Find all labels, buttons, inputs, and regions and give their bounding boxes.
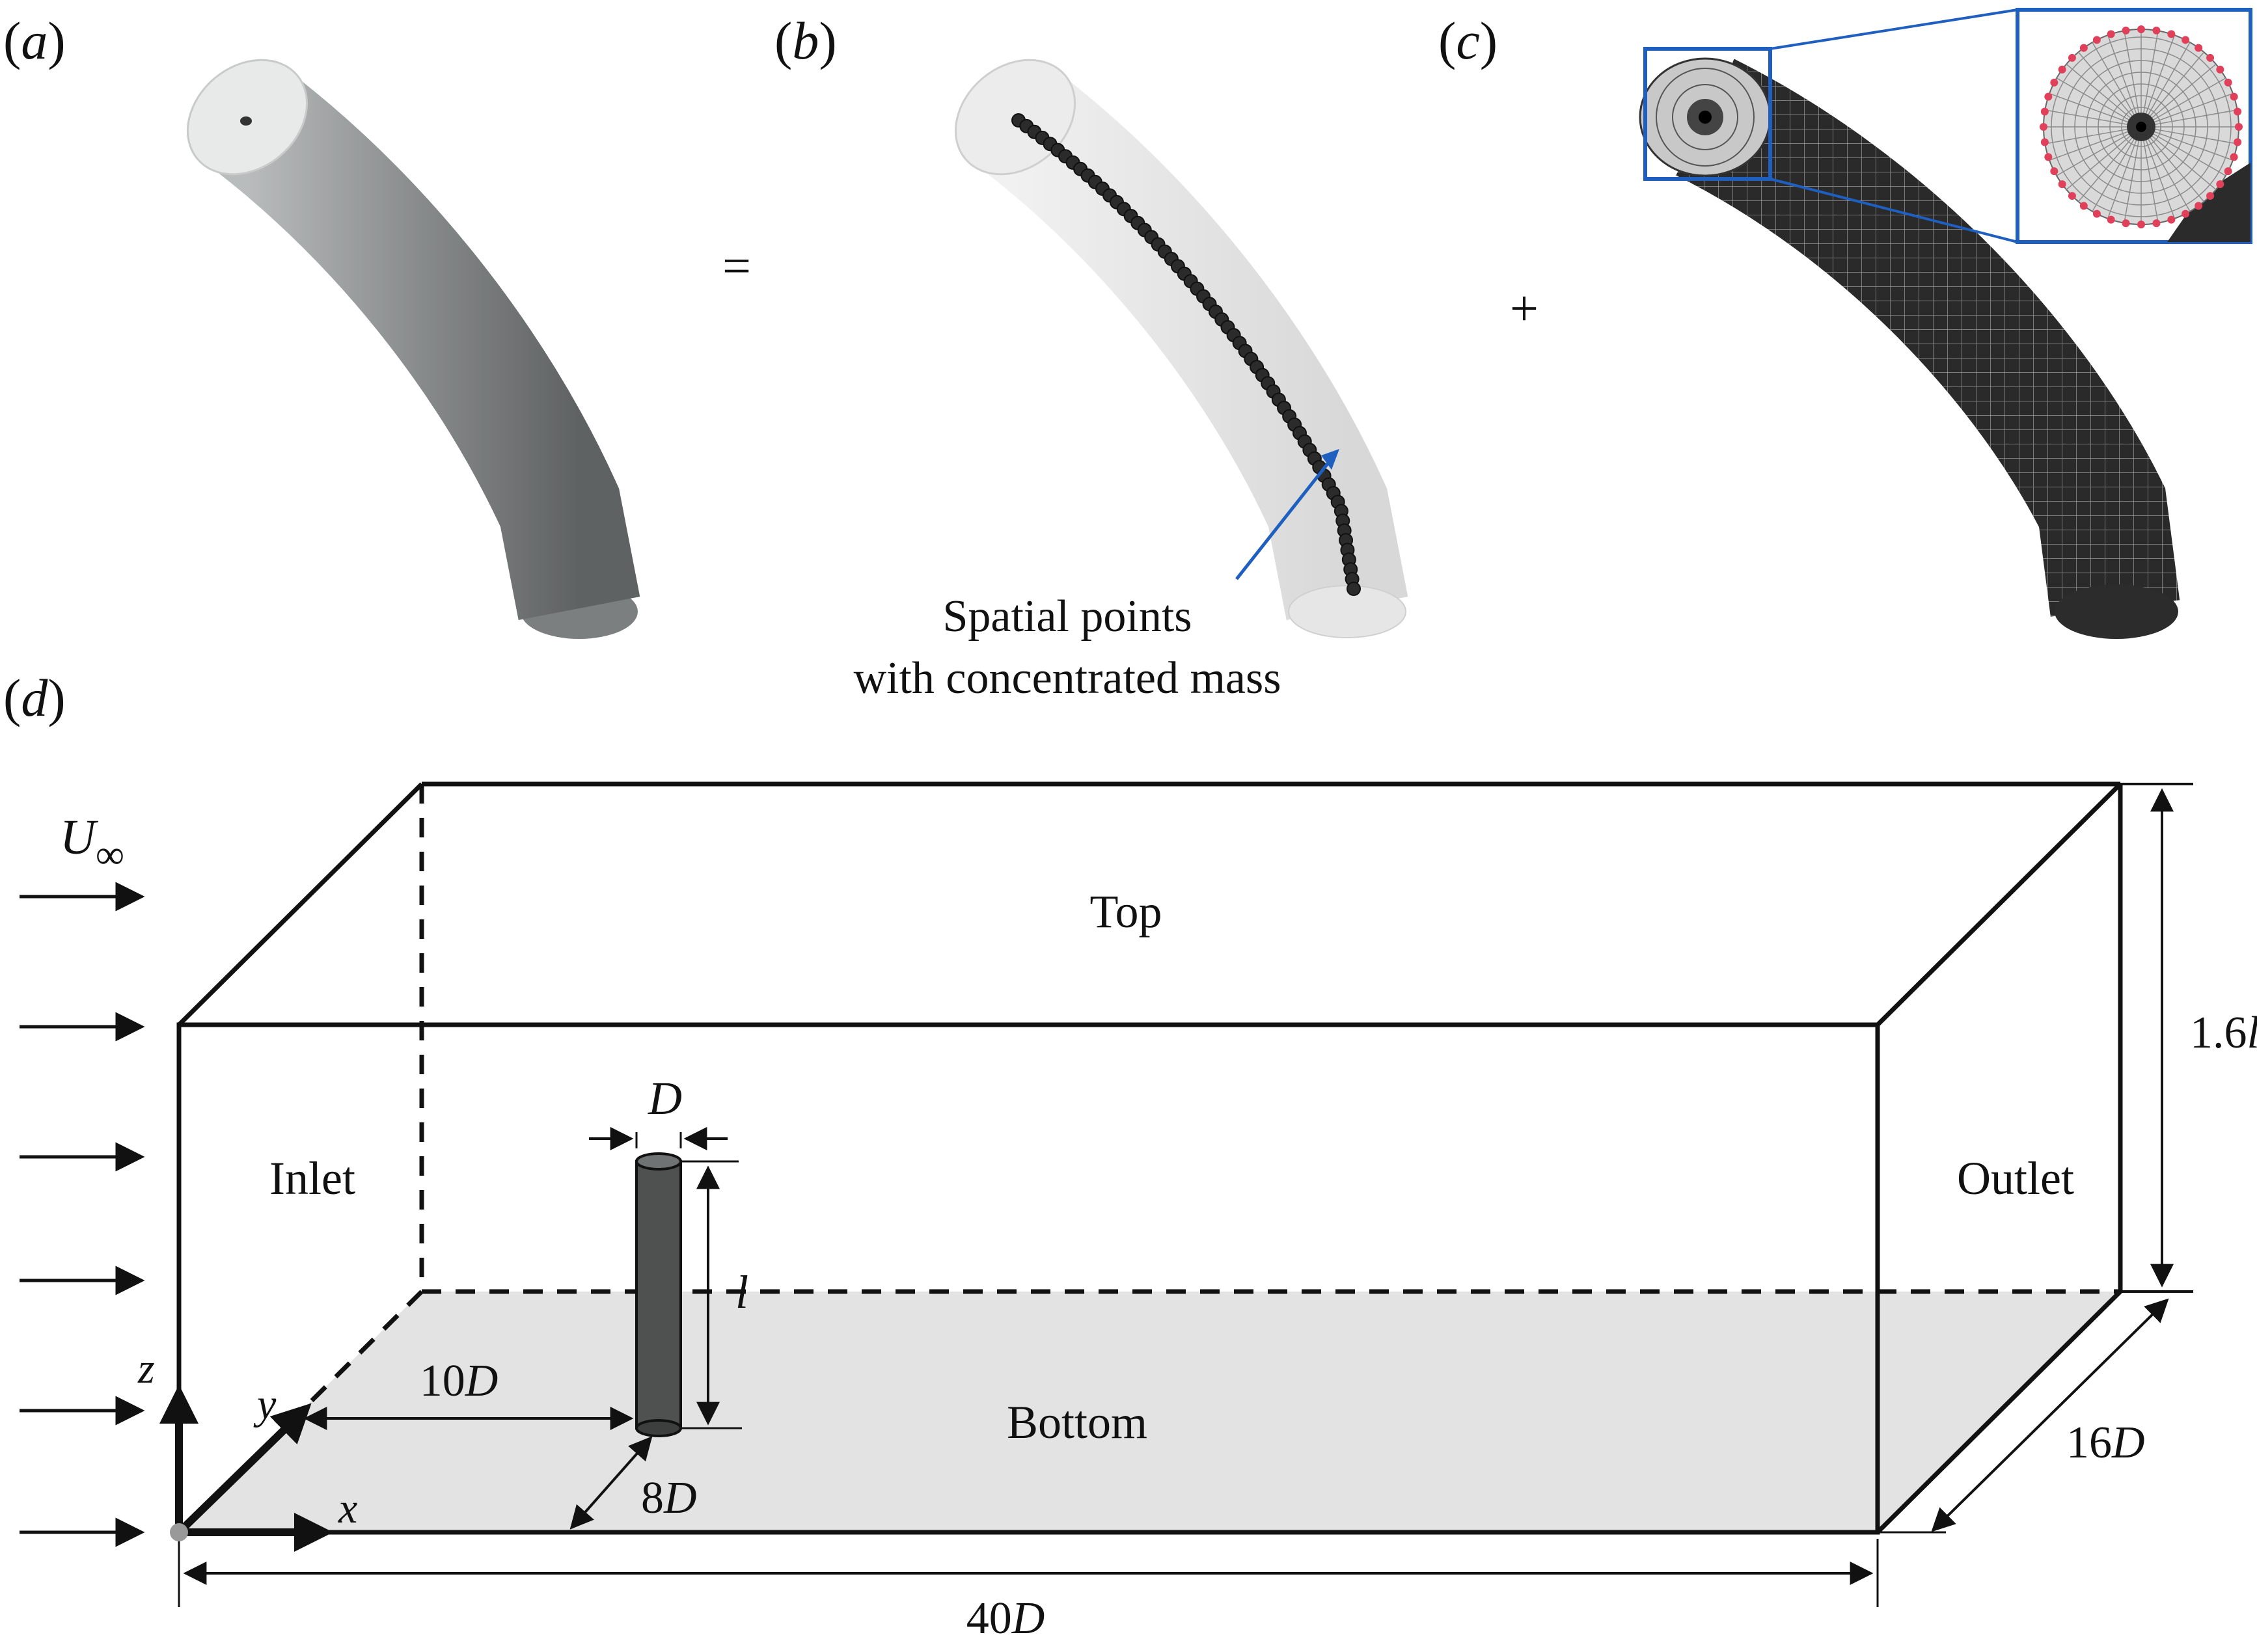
face-label-outlet: Outlet — [1957, 1152, 2074, 1204]
boundary-dot — [2235, 123, 2243, 131]
boundary-dot — [2122, 219, 2130, 228]
boundary-dot — [2137, 25, 2145, 33]
boundary-dot — [2152, 26, 2161, 34]
boundary-dot — [2182, 36, 2190, 44]
boundary-dots — [2040, 25, 2243, 228]
boundary-dot — [2068, 192, 2076, 200]
zoom-source-box — [1643, 47, 1772, 181]
dimension-diameter — [589, 1127, 739, 1163]
boundary-dot — [2050, 78, 2059, 87]
boundary-dot — [2230, 153, 2238, 161]
boundary-dot — [2167, 30, 2176, 38]
boundary-dot — [2230, 92, 2238, 101]
annotation-line-2: with concentrated mass — [853, 653, 1281, 703]
zoom-connector-bottom — [1770, 178, 2018, 243]
panel-label-d: (d) — [3, 668, 66, 727]
boundary-dot — [2216, 65, 2224, 74]
panel-label-c: (c) — [1438, 11, 1498, 70]
boundary-dot — [2216, 180, 2224, 189]
boundary-dot — [2206, 192, 2215, 200]
boundary-dot — [2044, 92, 2053, 101]
boundary-dot — [2068, 53, 2076, 62]
inflow-arrows — [20, 882, 145, 1547]
freestream-velocity-label: U∞ — [60, 810, 124, 877]
label-length: l — [735, 1266, 748, 1318]
boundary-dot — [2107, 30, 2115, 38]
boundary-dot — [2040, 107, 2049, 116]
zoom-connector-top — [1770, 8, 2018, 50]
boundary-dot — [2040, 138, 2049, 146]
face-label-bottom: Bottom — [1007, 1396, 1147, 1448]
panel-label-b: (b) — [774, 11, 837, 70]
boundary-dot — [2058, 180, 2066, 189]
axis-label-y: y — [253, 1381, 277, 1428]
boundary-dot — [2195, 202, 2203, 210]
coordinate-axes — [159, 1385, 333, 1552]
mesh-end-face — [1656, 68, 1755, 167]
dimension-length — [681, 1165, 742, 1429]
annotation-arrow — [1235, 454, 1335, 580]
cylinder — [635, 1152, 682, 1437]
boundary-dot — [2079, 202, 2088, 210]
label-upstream: 10D — [420, 1356, 499, 1406]
boundary-dot — [2224, 78, 2232, 87]
curved-cylinder-transparent — [954, 59, 1408, 638]
boundary-dot — [2079, 44, 2088, 52]
boundary-dot — [2234, 107, 2242, 116]
annotation-arrowhead — [1321, 449, 1339, 470]
curved-cylinder-solid — [186, 59, 640, 639]
boundary-dot — [2167, 215, 2176, 224]
boundary-dot — [2206, 53, 2215, 62]
boundary-dot — [2092, 36, 2101, 44]
face-label-inlet: Inlet — [269, 1152, 355, 1204]
boundary-dot — [2152, 219, 2161, 228]
zoom-inset — [2016, 8, 2252, 244]
label-width: 16D — [2066, 1418, 2145, 1468]
axis-label-z: z — [137, 1345, 155, 1392]
point-mass — [1347, 582, 1361, 596]
boundary-dot — [2137, 221, 2145, 228]
equals-sign: = — [722, 237, 751, 294]
boundary-dot — [2195, 44, 2203, 52]
boundary-dot — [2107, 215, 2115, 224]
label-lateral: 8D — [641, 1473, 697, 1523]
panel-label-a: (a) — [3, 11, 66, 70]
axis-label-x: x — [338, 1485, 357, 1532]
boundary-dot — [2182, 210, 2190, 218]
dimension-width — [1931, 1298, 2169, 1532]
boundary-dot — [2224, 167, 2232, 176]
face-label-top: Top — [1090, 886, 1162, 938]
label-height: 1.6l — [2190, 1008, 2257, 1058]
annotation-line-1: Spatial points — [942, 591, 1192, 642]
label-diameter: D — [648, 1072, 682, 1124]
boundary-dot — [2122, 26, 2130, 34]
plus-sign: + — [1510, 280, 1539, 336]
boundary-dot — [2044, 153, 2053, 161]
label-streamwise: 40D — [966, 1593, 1045, 1644]
boundary-dot — [2050, 167, 2059, 176]
dimension-lateral — [569, 1436, 653, 1530]
boundary-dot — [2040, 123, 2047, 131]
boundary-dot — [2092, 210, 2101, 218]
boundary-dot — [2058, 65, 2066, 74]
boundary-dot — [2234, 138, 2242, 146]
point-mass-chain — [1011, 113, 1361, 596]
